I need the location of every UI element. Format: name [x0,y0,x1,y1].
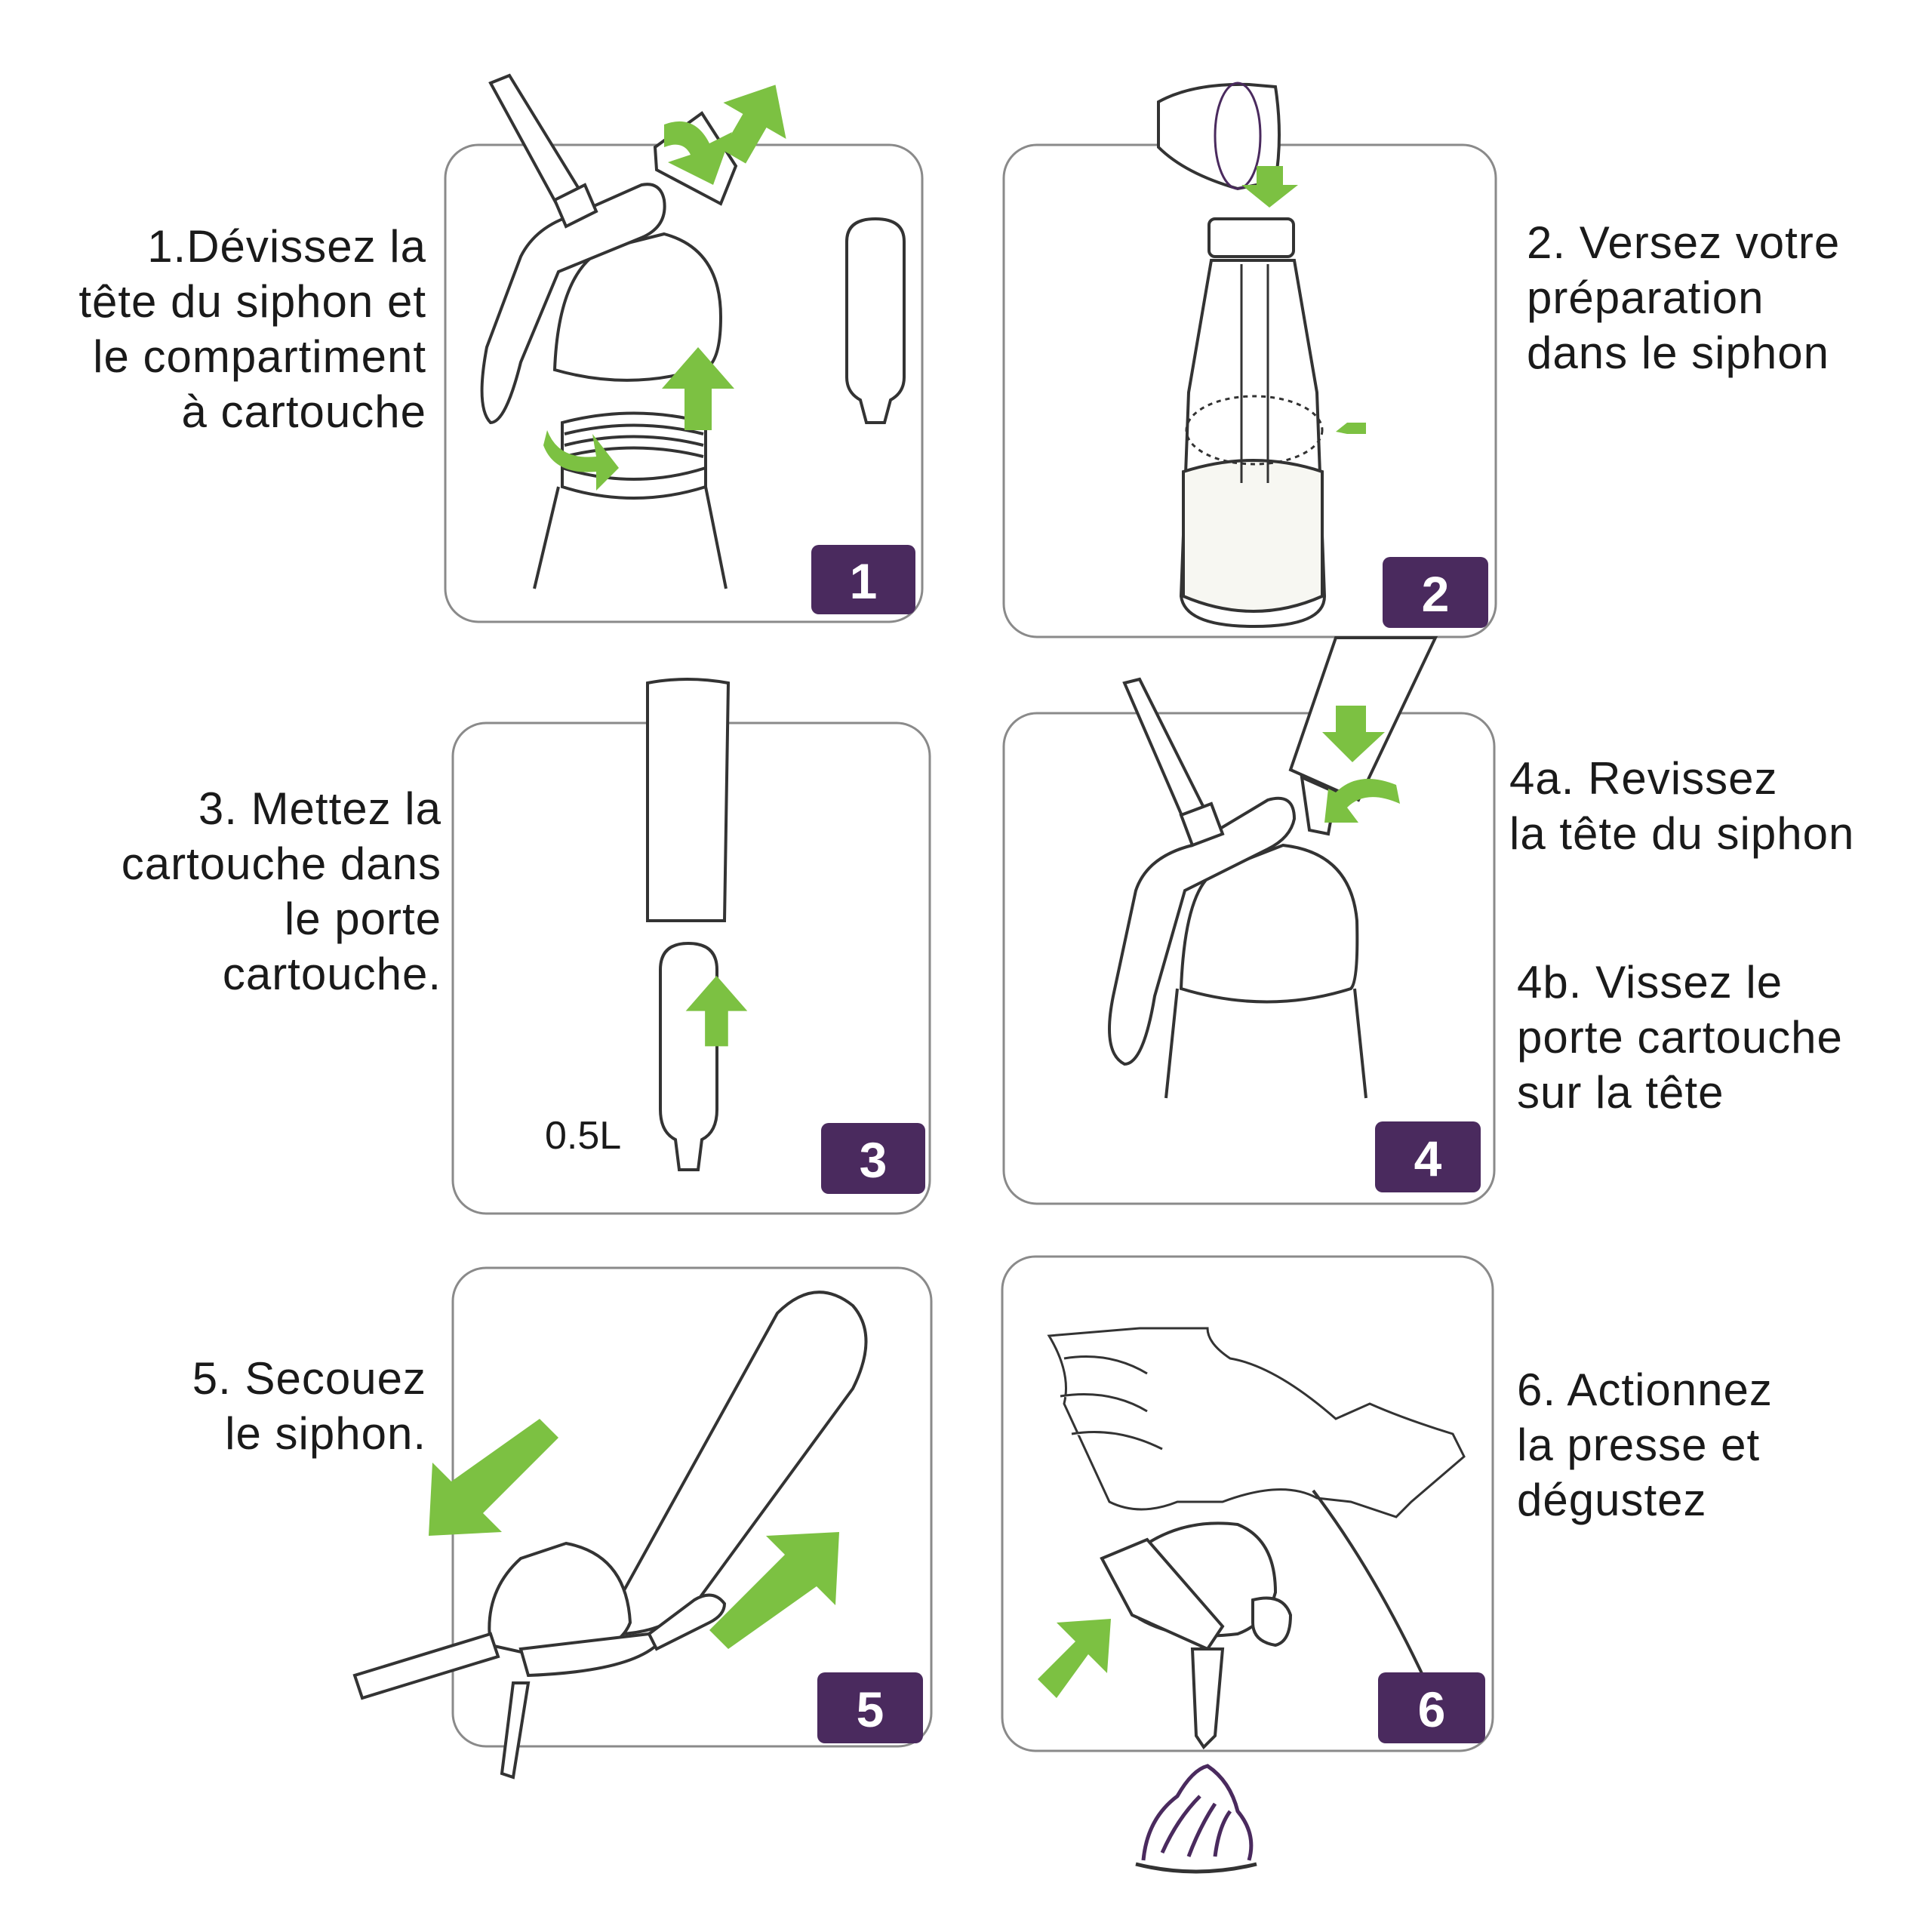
step-2-badge: 2 [1422,566,1450,622]
step-2-caption: 2. Versez votre préparation dans le siph… [1527,217,1841,378]
cartridge-icon [845,217,906,424]
cartridge-icon [659,941,718,1171]
siphon-icon [1179,217,1327,629]
siphon-icon [1108,677,1367,1099]
cup-icon [1157,82,1281,191]
step-4a-caption: 4a. Revissez la tête du siphon [1509,753,1855,859]
hand-icon [1047,1327,1466,1518]
step-4-badge: 4 [1414,1131,1442,1186]
step-5-caption: 5. Secouez le siphon. [192,1353,426,1459]
step-6-caption: 6. Actionnez la presse et dégustez [1517,1364,1773,1525]
step-3-caption: 3. Mettez la cartouche dans le porte car… [121,783,441,999]
whipped-cream-icon [1135,1764,1257,1874]
step-5-panel: 5 [352,1266,933,1780]
cartridge-holder-icon [646,678,731,922]
step-4-panel: 4 [1002,636,1496,1205]
siphon-icon [1100,1489,1428,1750]
cartridge-size-label: 0.5L [545,1114,621,1158]
step-1-caption: 1.Dévissez la tête du siphon et le compa… [78,221,426,437]
green-arrow-icon [1322,706,1400,823]
step-6-badge: 6 [1418,1681,1446,1737]
step-6-panel: 6 [1001,1255,1494,1874]
step-5-badge: 5 [857,1681,884,1737]
green-arrow-icon [1241,166,1366,441]
siphon-icon [480,73,738,589]
green-arrow-icon [429,1419,839,1649]
step-1-panel: 1 [444,66,924,623]
step-3-badge: 3 [860,1132,888,1188]
step-3-panel: 0.5L 3 [451,678,931,1215]
step-1-badge: 1 [850,553,878,609]
green-arrow-icon [1038,1619,1111,1698]
step-4b-caption: 4b. Vissez le porte cartouche sur la têt… [1517,957,1843,1118]
step-2-panel: 2 [1002,82,1497,638]
siphon-icon [352,1291,868,1780]
green-arrow-icon [543,66,808,491]
